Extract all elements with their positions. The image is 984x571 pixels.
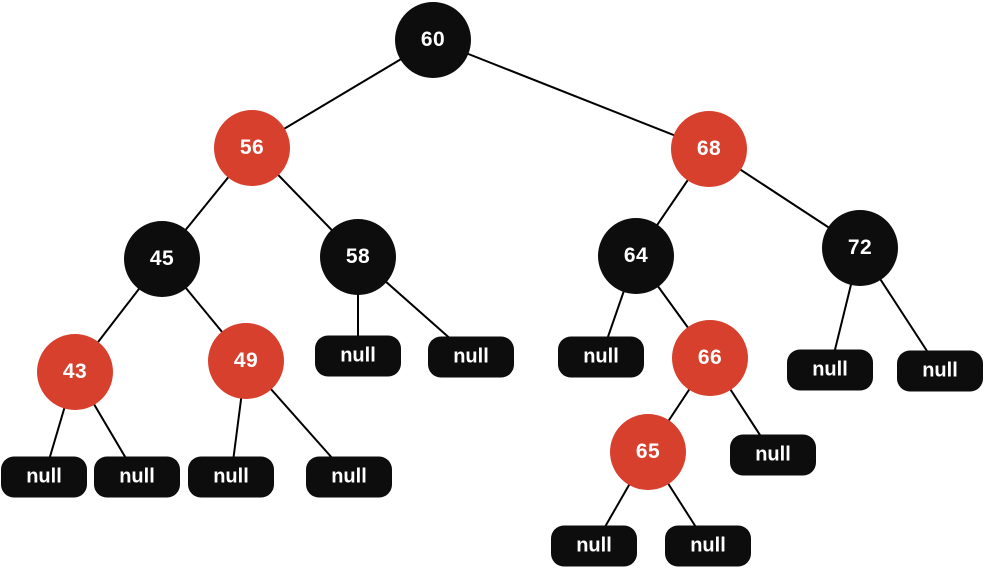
tree-node-68: 68 (671, 111, 747, 187)
null-leaf-null-49L: null (188, 456, 274, 498)
tree-node-56: 56 (214, 110, 290, 186)
tree-edge-60-68 (432, 39, 710, 150)
null-leaf-null-49R: null (306, 456, 392, 498)
null-leaf-null-58L: null (315, 335, 401, 377)
tree-node-49: 49 (208, 323, 284, 399)
null-leaf-null-64L: null (558, 336, 644, 378)
tree-node-65: 65 (610, 414, 686, 490)
null-leaf-null-58R: null (428, 336, 514, 378)
null-leaf-null-65R: null (665, 525, 751, 567)
null-leaf-null-43L: null (1, 456, 87, 498)
tree-node-72: 72 (822, 210, 898, 286)
null-leaf-null-72R: null (897, 350, 983, 392)
null-leaf-null-43R: null (94, 456, 180, 498)
null-leaf-null-72L: null (787, 349, 873, 391)
tree-node-45: 45 (124, 221, 200, 297)
tree-node-58: 58 (320, 219, 396, 295)
tree-node-66: 66 (672, 320, 748, 396)
tree-node-43: 43 (37, 334, 113, 410)
tree-node-60: 60 (395, 2, 471, 78)
tree-node-64: 64 (598, 218, 674, 294)
null-leaf-null-66R: null (730, 434, 816, 476)
null-leaf-null-65L: null (551, 525, 637, 567)
